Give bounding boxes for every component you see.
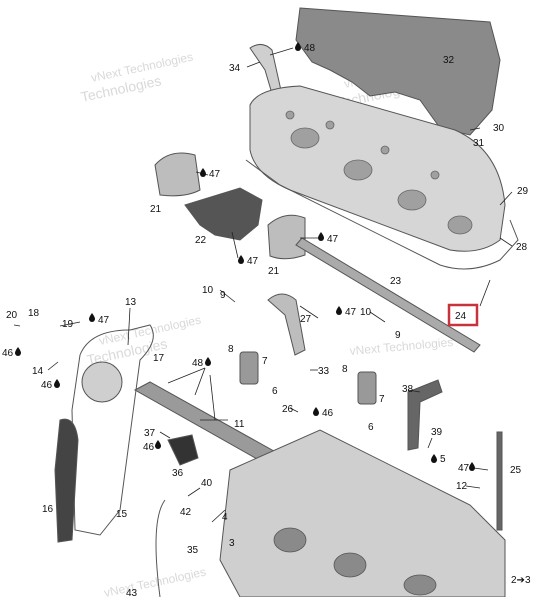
callout-28: 28 — [516, 242, 528, 253]
coolant-hose-part — [155, 499, 166, 597]
callout-47: 47 — [327, 234, 339, 245]
callout-39: 39 — [431, 427, 443, 438]
callout-47: 47 — [345, 307, 357, 318]
callout-21: 21 — [268, 266, 280, 277]
callout-10: 10 — [360, 307, 372, 318]
valve-cover-holes — [285, 110, 473, 235]
callout-37: 37 — [144, 428, 156, 439]
callout-6: 6 — [368, 422, 374, 433]
highlight-box — [447, 303, 479, 327]
chain-guide-part — [54, 418, 79, 543]
valve-cover-gasket-part — [245, 159, 519, 270]
callout-13: 13 — [125, 297, 137, 308]
callout-48: 48 — [304, 43, 316, 54]
callout-8: 8 — [228, 344, 234, 355]
lubricant-drop-icon — [89, 313, 95, 322]
callout-5: 5 — [440, 454, 446, 465]
callout-17: 17 — [153, 353, 165, 364]
callout-33: 33 — [318, 366, 330, 377]
lubricant-drop-icon — [295, 42, 301, 51]
callout-23: 23 — [390, 276, 402, 287]
leader-lines — [13, 47, 513, 523]
callout-46: 46 — [143, 442, 155, 453]
callout-36: 36 — [172, 468, 184, 479]
lubricant-drop-icon — [318, 232, 324, 241]
callout-3: 3 — [229, 538, 235, 549]
callout-16: 16 — [42, 504, 54, 515]
camshaft-sprocket-part — [81, 361, 123, 403]
callout-8: 8 — [342, 364, 348, 375]
lubricant-drop-icon — [205, 357, 211, 366]
lubricant-drop-icon — [469, 462, 475, 471]
callout-43: 43 — [126, 588, 138, 597]
timing-chain-part — [71, 324, 154, 536]
callout-40: 40 — [201, 478, 213, 489]
callout-25: 25 — [510, 465, 522, 476]
callout-12: 12 — [456, 481, 468, 492]
callout-27: 27 — [300, 314, 312, 325]
callout-47: 47 — [209, 169, 221, 180]
callout-35: 35 — [187, 545, 199, 556]
lubricant-drop-icon — [155, 440, 161, 449]
callout-15: 15 — [116, 509, 128, 520]
cylinder-head-bores — [273, 527, 437, 596]
valve-guide-part — [267, 293, 306, 356]
callout-21: 21 — [150, 204, 162, 215]
head-bolt-part — [496, 431, 503, 531]
callout-47: 47 — [458, 463, 470, 474]
callout-31: 31 — [473, 138, 485, 149]
callout-4: 4 — [222, 512, 228, 523]
callout-19: 19 — [62, 319, 74, 330]
callout-30: 30 — [493, 123, 505, 134]
callout-22: 22 — [195, 235, 207, 246]
callout-9: 9 — [220, 290, 226, 301]
callout-6: 6 — [272, 386, 278, 397]
callout-34: 34 — [229, 63, 241, 74]
callout-46: 46 — [322, 408, 334, 419]
callout-7: 7 — [262, 356, 268, 367]
callout-18: 18 — [28, 308, 40, 319]
cylinder-head-part — [219, 429, 506, 597]
callout-46: 46 — [41, 380, 53, 391]
callout-7: 7 — [379, 394, 385, 405]
callout-47: 47 — [247, 256, 259, 267]
callout-14: 14 — [32, 366, 44, 377]
callout-9: 9 — [395, 330, 401, 341]
heat-shield-part — [295, 7, 501, 136]
callout-labels: 34 48 32 30 31 29 28 47 21 22 47 47 21 2… — [2, 43, 531, 597]
callout-11: 11 — [234, 419, 245, 430]
rocker-shaft-part — [295, 237, 481, 353]
lubricant-drop-icon — [15, 347, 21, 356]
callout-20: 20 — [6, 310, 18, 321]
lubricant-drop-icon — [336, 306, 342, 315]
lubricant-drop-icon — [54, 379, 60, 388]
bracket-part — [407, 379, 443, 451]
watermark-text: vNext Technologies — [349, 335, 454, 358]
lubricant-drop-icon — [238, 255, 244, 264]
page-continuation-label: 2➔3 — [511, 575, 531, 586]
rocker-arm-part — [267, 214, 306, 260]
callout-46: 46 — [2, 348, 14, 359]
camshaft-sensor-part — [167, 434, 199, 466]
lubricant-drop-icons — [15, 42, 475, 471]
callout-10: 10 — [202, 285, 214, 296]
callout-48: 48 — [192, 358, 204, 369]
lubricant-drop-icon — [313, 407, 319, 416]
lubricant-drop-icon — [200, 168, 206, 177]
callout-26: 26 — [282, 404, 294, 415]
callout-47: 47 — [98, 315, 110, 326]
callout-32: 32 — [443, 55, 455, 66]
callout-42: 42 — [180, 507, 192, 518]
valve-spring-part — [239, 351, 259, 385]
rocker-shaft-support-part — [184, 187, 263, 241]
rocker-arm-part — [154, 152, 201, 197]
lubricant-drop-icon — [431, 454, 437, 463]
callout-38: 38 — [402, 384, 414, 395]
valve-cover-part — [249, 85, 506, 252]
valve-spring-part — [357, 371, 377, 405]
callout-24: 24 — [455, 311, 467, 322]
callout-29: 29 — [517, 186, 529, 197]
watermark-text: vNext Technologies — [103, 565, 207, 597]
